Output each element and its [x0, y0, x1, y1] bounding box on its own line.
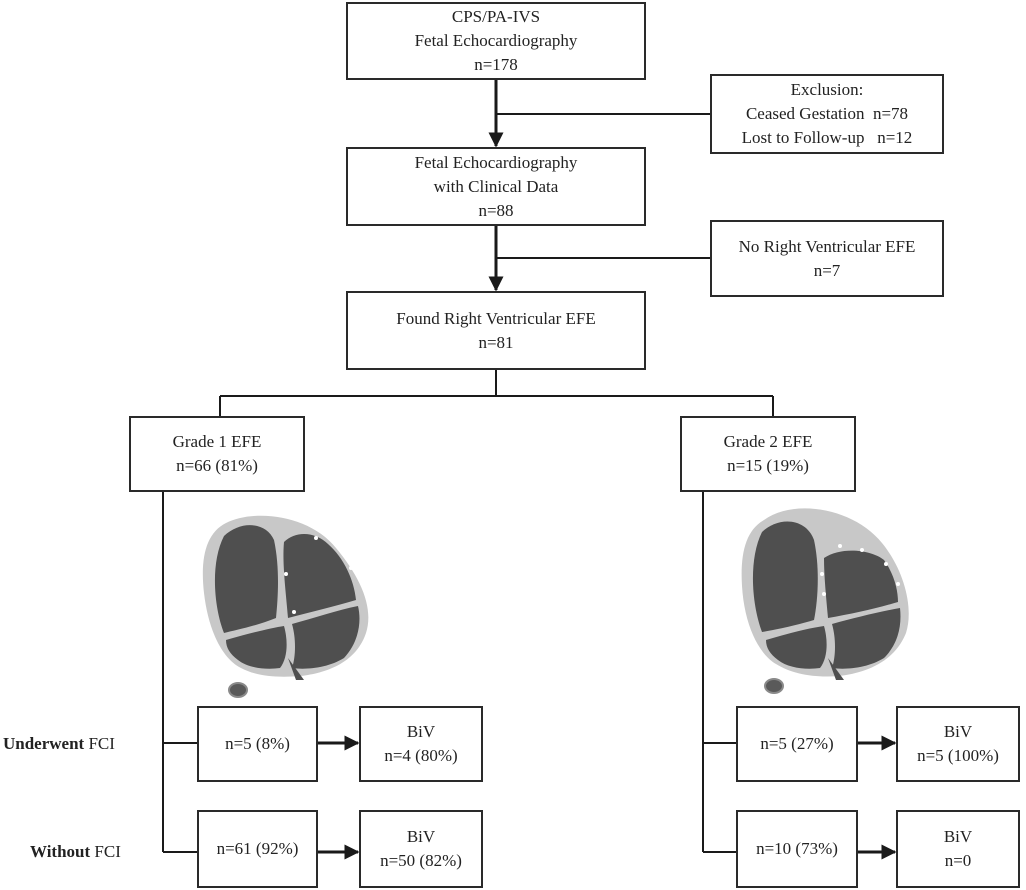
grade2-fci-outcome-box: BiV n=5 (100%): [896, 706, 1020, 782]
underwent-rest: FCI: [84, 734, 115, 753]
found-line2: n=81: [478, 332, 514, 352]
grade2-fci-outcome-line1: BiV: [943, 722, 973, 741]
grade1-efe-dot-3: [284, 572, 288, 576]
exclusion-item1-n: n=78: [872, 104, 909, 123]
grade2-nofci-outcome-box: BiV n=0: [896, 810, 1020, 888]
found-box: Found Right Ventricular EFE n=81: [346, 291, 646, 370]
exclusion-box: Exclusion: Ceased Gestation n=78 Lost to…: [710, 74, 944, 154]
exclusion-item2-label: Lost to Follow-up: [741, 128, 865, 147]
grade2-nofci-outcome-line2: n=0: [944, 851, 972, 870]
grade1-nofci-outcome-line2: n=50 (82%): [380, 851, 462, 870]
grade2-nofci-n: n=10 (73%): [756, 839, 838, 858]
grade2-heart-outflow: [828, 658, 844, 680]
grade2-heart-left-atrium: [752, 521, 818, 632]
without-rest: FCI: [90, 842, 121, 861]
grade1-nofci-outcome-box: BiV n=50 (82%): [359, 810, 483, 888]
exclusion-item1: Ceased Gestation n=78: [746, 102, 908, 126]
top-box: CPS/PA-IVS Fetal Echocardiography n=178: [346, 2, 646, 80]
grade1-nofci-box: n=61 (92%): [197, 810, 318, 888]
grade1-heart-apex: [228, 682, 248, 698]
grade1-fci-box: n=5 (8%): [197, 706, 318, 782]
grade2-heart-right-ventricle: [832, 608, 901, 669]
grade1-n: n=66 (81%): [176, 456, 258, 475]
without-fci-label: Without FCI: [30, 842, 121, 862]
grade1-nofci-n: n=61 (92%): [216, 839, 299, 858]
no-efe-box: No Right Ventricular EFE n=7: [710, 220, 944, 297]
without-bold: Without: [30, 842, 91, 861]
grade2-nofci-outcome-line1: BiV: [943, 827, 973, 846]
grade2-efe-dot-2: [860, 548, 864, 552]
found-line1: Found Right Ventricular EFE: [396, 308, 596, 328]
grade1-efe-dot-1: [314, 536, 318, 540]
top-box-line1: CPS/PA-IVS: [451, 7, 541, 26]
grade1-fci-outcome-box: BiV n=4 (80%): [359, 706, 483, 782]
grade1-box: Grade 1 EFE n=66 (81%): [129, 416, 305, 492]
exclusion-title: Exclusion:: [790, 80, 864, 99]
exclusion-item2: Lost to Follow-up n=12: [742, 126, 913, 150]
grade2-efe-dot-5: [820, 572, 824, 576]
grade2-nofci-box: n=10 (73%): [736, 810, 858, 888]
grade2-box: Grade 2 EFE n=15 (19%): [680, 416, 856, 492]
clinical-line1: Fetal Echocardiography: [414, 152, 578, 172]
grade2-efe-dot-6: [822, 592, 826, 596]
grade1-heart-illustration: [202, 515, 369, 698]
grade1-heart-right-ventricle: [292, 606, 360, 669]
grade1-heart-outflow: [288, 658, 304, 680]
grade1-heart-left-atrium: [214, 525, 278, 633]
grade1-fci-n: n=5 (8%): [225, 734, 290, 753]
grade1-fci-outcome-line2: n=4 (80%): [384, 746, 458, 765]
underwent-bold: Underwent: [3, 734, 85, 753]
grade2-efe-dot-1: [838, 544, 842, 548]
grade2-fci-n: n=5 (27%): [760, 734, 834, 753]
grade2-efe-dot-3: [884, 562, 888, 566]
grade1-title: Grade 1 EFE: [172, 432, 262, 451]
no-efe-line1: No Right Ventricular EFE: [738, 236, 916, 256]
clinical-line2: with Clinical Data: [433, 176, 559, 196]
top-box-line2: Fetal Echocardiography: [414, 31, 578, 50]
grade2-heart-left-ventricle: [766, 626, 827, 669]
clinical-line3: n=88: [478, 200, 514, 220]
exclusion-item1-label: Ceased Gestation: [745, 104, 865, 123]
grade1-nofci-outcome-line1: BiV: [406, 827, 436, 846]
grade2-heart-right-atrium: [824, 550, 898, 618]
grade1-efe-dot-2: [349, 566, 353, 570]
grade2-efe-dot-4: [896, 582, 900, 586]
no-efe-line2: n=7: [813, 260, 841, 280]
grade1-efe-dot-4: [292, 610, 296, 614]
grade2-title: Grade 2 EFE: [723, 432, 813, 451]
clinical-box: Fetal Echocardiography with Clinical Dat…: [346, 147, 646, 226]
grade2-fci-outcome-line2: n=5 (100%): [917, 746, 999, 765]
grade2-fci-box: n=5 (27%): [736, 706, 858, 782]
grade1-fci-outcome-line1: BiV: [406, 722, 436, 741]
grade2-heart-illustration: [741, 508, 909, 694]
grade1-heart-right-atrium: [283, 533, 356, 618]
grade1-heart-left-ventricle: [226, 626, 287, 669]
underwent-fci-label: Underwent FCI: [3, 734, 115, 754]
top-box-line3: n=178: [474, 55, 518, 74]
exclusion-item2-n: n=12: [877, 128, 913, 147]
grade2-n: n=15 (19%): [727, 456, 809, 475]
grade2-heart-apex: [764, 678, 784, 694]
